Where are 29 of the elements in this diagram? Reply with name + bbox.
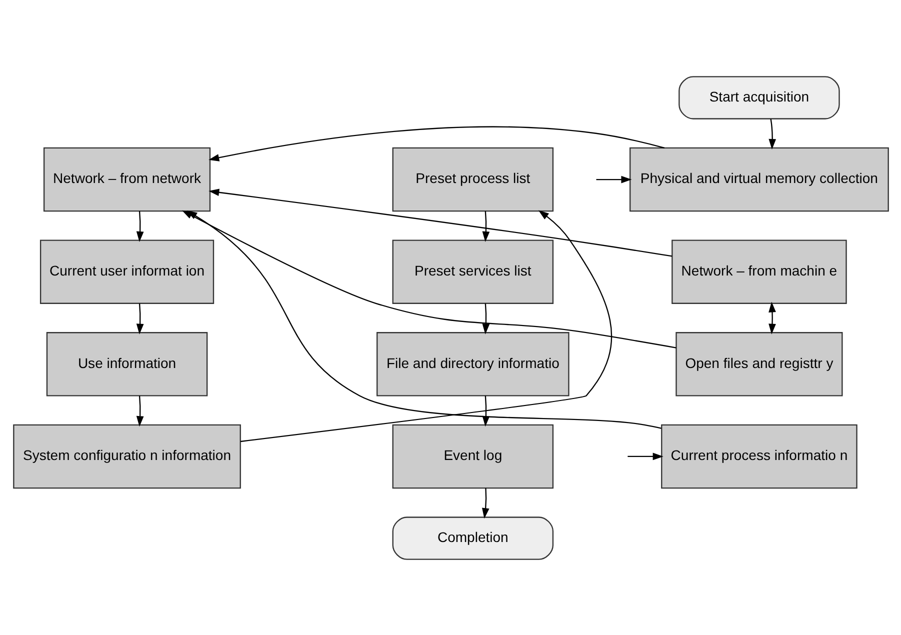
node-box: Use information <box>46 332 208 396</box>
arrow <box>481 488 489 518</box>
node-box: Preset services list <box>392 239 554 304</box>
arrow <box>186 210 661 428</box>
node-box: Event log <box>392 424 554 488</box>
arrow <box>627 452 663 460</box>
arrow <box>136 302 144 334</box>
node-box: Completion <box>392 516 554 560</box>
node-box: Current user informat ion <box>39 239 214 304</box>
arrow <box>596 175 632 183</box>
node-box: File and directory informatio <box>376 332 569 396</box>
node-box: Start acquisition <box>678 76 840 119</box>
arrow <box>136 210 144 242</box>
node-box: Network – from machin e <box>671 239 846 304</box>
arrow <box>208 188 672 256</box>
node-box: Network – from network <box>42 146 210 212</box>
arrow <box>136 395 144 426</box>
node-box: Physical and virtual memory collection <box>629 146 888 212</box>
node-box: Current process informatio n <box>660 424 857 488</box>
node-box: System configuratio n information <box>12 424 240 488</box>
arrow <box>768 118 776 150</box>
arrow <box>482 395 490 426</box>
arrow <box>482 302 490 334</box>
node-box: Preset process list <box>392 146 554 212</box>
arrow <box>482 210 490 242</box>
arrow <box>768 301 776 334</box>
arrow <box>240 210 612 442</box>
node-box: Open files and registtr y <box>675 332 842 396</box>
arrow <box>208 126 664 161</box>
